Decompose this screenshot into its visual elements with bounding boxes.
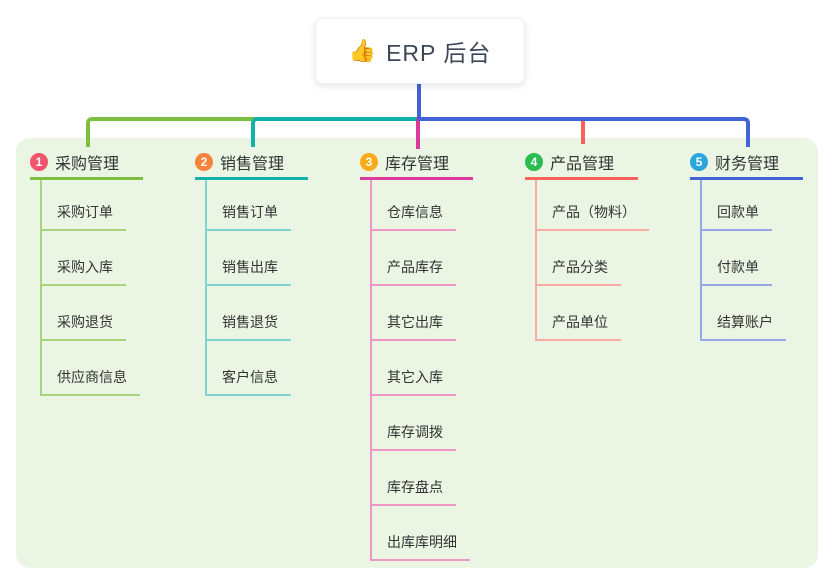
branch-children-4: 产品（物料）产品分类产品单位	[525, 180, 685, 341]
branch-badge-icon: 1	[30, 153, 48, 171]
child-node[interactable]: 回款单	[700, 180, 772, 231]
branch-title-4[interactable]: 4 产品管理	[525, 147, 638, 180]
branches-panel	[16, 138, 818, 568]
root-node-erp[interactable]: 👍 ERP 后台	[315, 18, 525, 84]
branch-title-2[interactable]: 2 销售管理	[195, 147, 308, 180]
branch-badge-icon: 2	[195, 153, 213, 171]
branch-1: 1 采购管理采购订单采购入库采购退货供应商信息	[30, 147, 190, 396]
child-node[interactable]: 仓库信息	[370, 180, 456, 231]
connector-branch-2	[251, 117, 421, 147]
connector-branch-3	[416, 117, 420, 149]
branch-children-5: 回款单付款单结算账户	[690, 180, 839, 341]
branch-title-3[interactable]: 3 库存管理	[360, 147, 473, 180]
branch-3: 3 库存管理仓库信息产品库存其它出库其它入库库存调拨库存盘点出库库明细	[360, 147, 520, 561]
child-node[interactable]: 采购入库	[40, 231, 126, 286]
child-node[interactable]: 供应商信息	[40, 341, 140, 396]
branch-children-3: 仓库信息产品库存其它出库其它入库库存调拨库存盘点出库库明细	[360, 180, 520, 561]
thumbs-up-icon: 👍	[348, 38, 377, 63]
connector-branch-5	[417, 117, 750, 147]
child-node[interactable]: 客户信息	[205, 341, 291, 396]
child-node[interactable]: 结算账户	[700, 286, 786, 341]
branch-5: 5 财务管理回款单付款单结算账户	[690, 147, 839, 341]
branch-children-2: 销售订单销售出库销售退货客户信息	[195, 180, 355, 396]
child-node[interactable]: 其它入库	[370, 341, 456, 396]
connector-root-line	[417, 83, 421, 119]
child-node[interactable]: 其它出库	[370, 286, 456, 341]
branch-title-label: 产品管理	[550, 156, 615, 173]
child-node[interactable]: 销售订单	[205, 180, 291, 231]
branch-title-label: 财务管理	[715, 156, 780, 173]
child-node[interactable]: 采购订单	[40, 180, 126, 231]
child-node[interactable]: 产品分类	[535, 231, 621, 286]
branch-badge-icon: 4	[525, 153, 543, 171]
root-node-label: ERP 后台	[386, 40, 492, 66]
child-node[interactable]: 出库库明细	[370, 506, 470, 561]
branch-badge-icon: 3	[360, 153, 378, 171]
child-node[interactable]: 销售出库	[205, 231, 291, 286]
connector-branch-4	[581, 117, 585, 144]
child-node[interactable]: 付款单	[700, 231, 772, 286]
branch-4: 4 产品管理产品（物料）产品分类产品单位	[525, 147, 685, 341]
branch-title-5[interactable]: 5 财务管理	[690, 147, 803, 180]
branch-children-1: 采购订单采购入库采购退货供应商信息	[30, 180, 190, 396]
branch-title-1[interactable]: 1 采购管理	[30, 147, 143, 180]
branch-2: 2 销售管理销售订单销售出库销售退货客户信息	[195, 147, 355, 396]
branch-badge-icon: 5	[690, 153, 708, 171]
branch-title-label: 销售管理	[220, 156, 285, 173]
child-node[interactable]: 产品（物料）	[535, 180, 649, 231]
branch-title-label: 库存管理	[385, 156, 450, 173]
child-node[interactable]: 采购退货	[40, 286, 126, 341]
child-node[interactable]: 产品单位	[535, 286, 621, 341]
child-node[interactable]: 库存盘点	[370, 451, 456, 506]
child-node[interactable]: 销售退货	[205, 286, 291, 341]
child-node[interactable]: 产品库存	[370, 231, 456, 286]
child-node[interactable]: 库存调拨	[370, 396, 456, 451]
branch-title-label: 采购管理	[55, 156, 120, 173]
